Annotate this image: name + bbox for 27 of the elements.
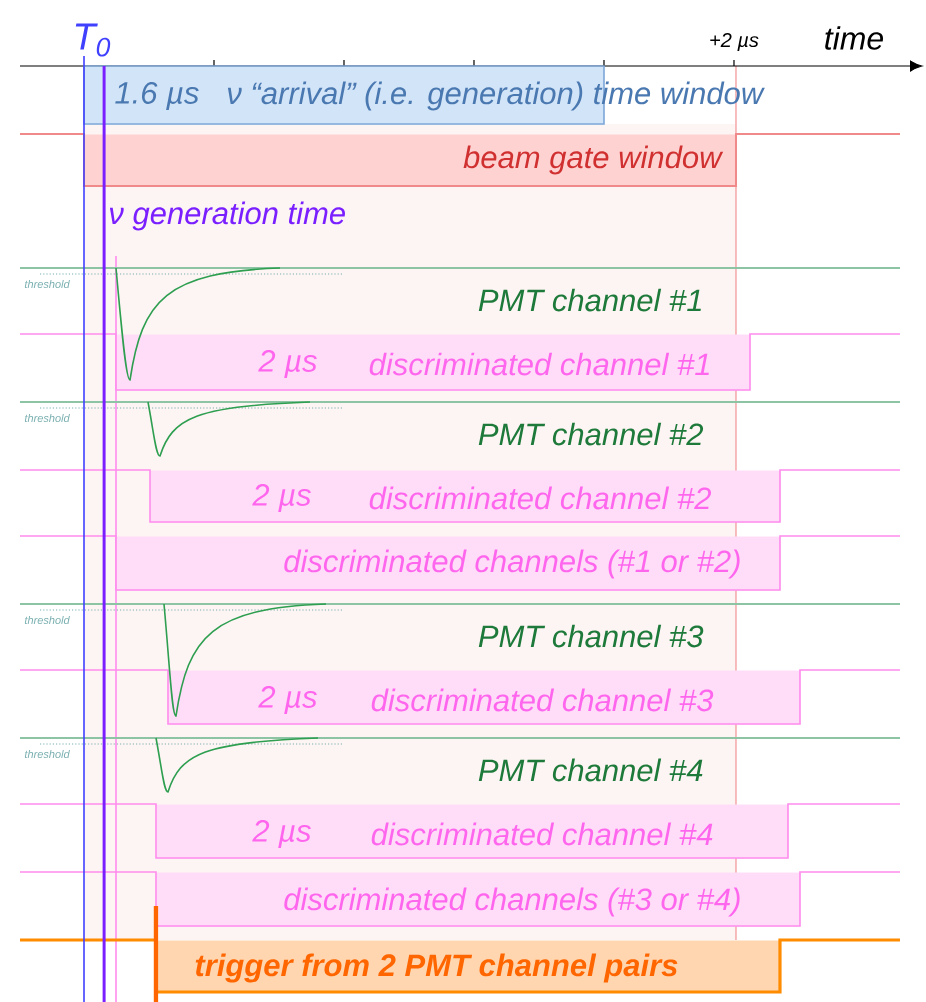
box-label: discriminated channels (#1 or #2) bbox=[284, 549, 740, 579]
pulse-box bbox=[19, 535, 901, 591]
pulse-box bbox=[19, 803, 901, 859]
tick-label: +2 µs bbox=[710, 32, 759, 52]
duration-label: 1.6 µs bbox=[115, 82, 199, 111]
duration-label: 2 µs bbox=[252, 483, 311, 513]
pulse-box bbox=[19, 669, 901, 725]
pulse-box bbox=[19, 333, 901, 391]
gate-window-box bbox=[19, 133, 901, 187]
box-label: discriminated channel #3 bbox=[371, 688, 714, 712]
duration-label: 2 µs bbox=[252, 819, 311, 849]
channel-label: PMT channel #3 bbox=[478, 624, 704, 648]
marker-label: ν generation time bbox=[109, 201, 345, 231]
duration-label: 2 µs bbox=[258, 685, 317, 715]
box-label: trigger from 2 PMT channel pairs bbox=[195, 953, 678, 983]
duration-label: 2 µs bbox=[258, 349, 317, 379]
box-label: discriminated channel #1 bbox=[369, 352, 709, 376]
box-label: beam gate window bbox=[463, 145, 724, 175]
pulse-box bbox=[19, 469, 901, 523]
channel-label: PMT channel #4 bbox=[478, 758, 703, 782]
pulse-box bbox=[19, 871, 901, 927]
channel-label: PMT channel #2 bbox=[478, 422, 704, 446]
box-label: discriminated channel #2 bbox=[369, 486, 712, 510]
axis-label: time bbox=[825, 26, 883, 50]
box-label: discriminated channel #4 bbox=[371, 822, 713, 846]
box-label: discriminated channels (#3 or #4) bbox=[284, 887, 740, 917]
t-zero-label: T$_{0}$ bbox=[75, 23, 111, 57]
